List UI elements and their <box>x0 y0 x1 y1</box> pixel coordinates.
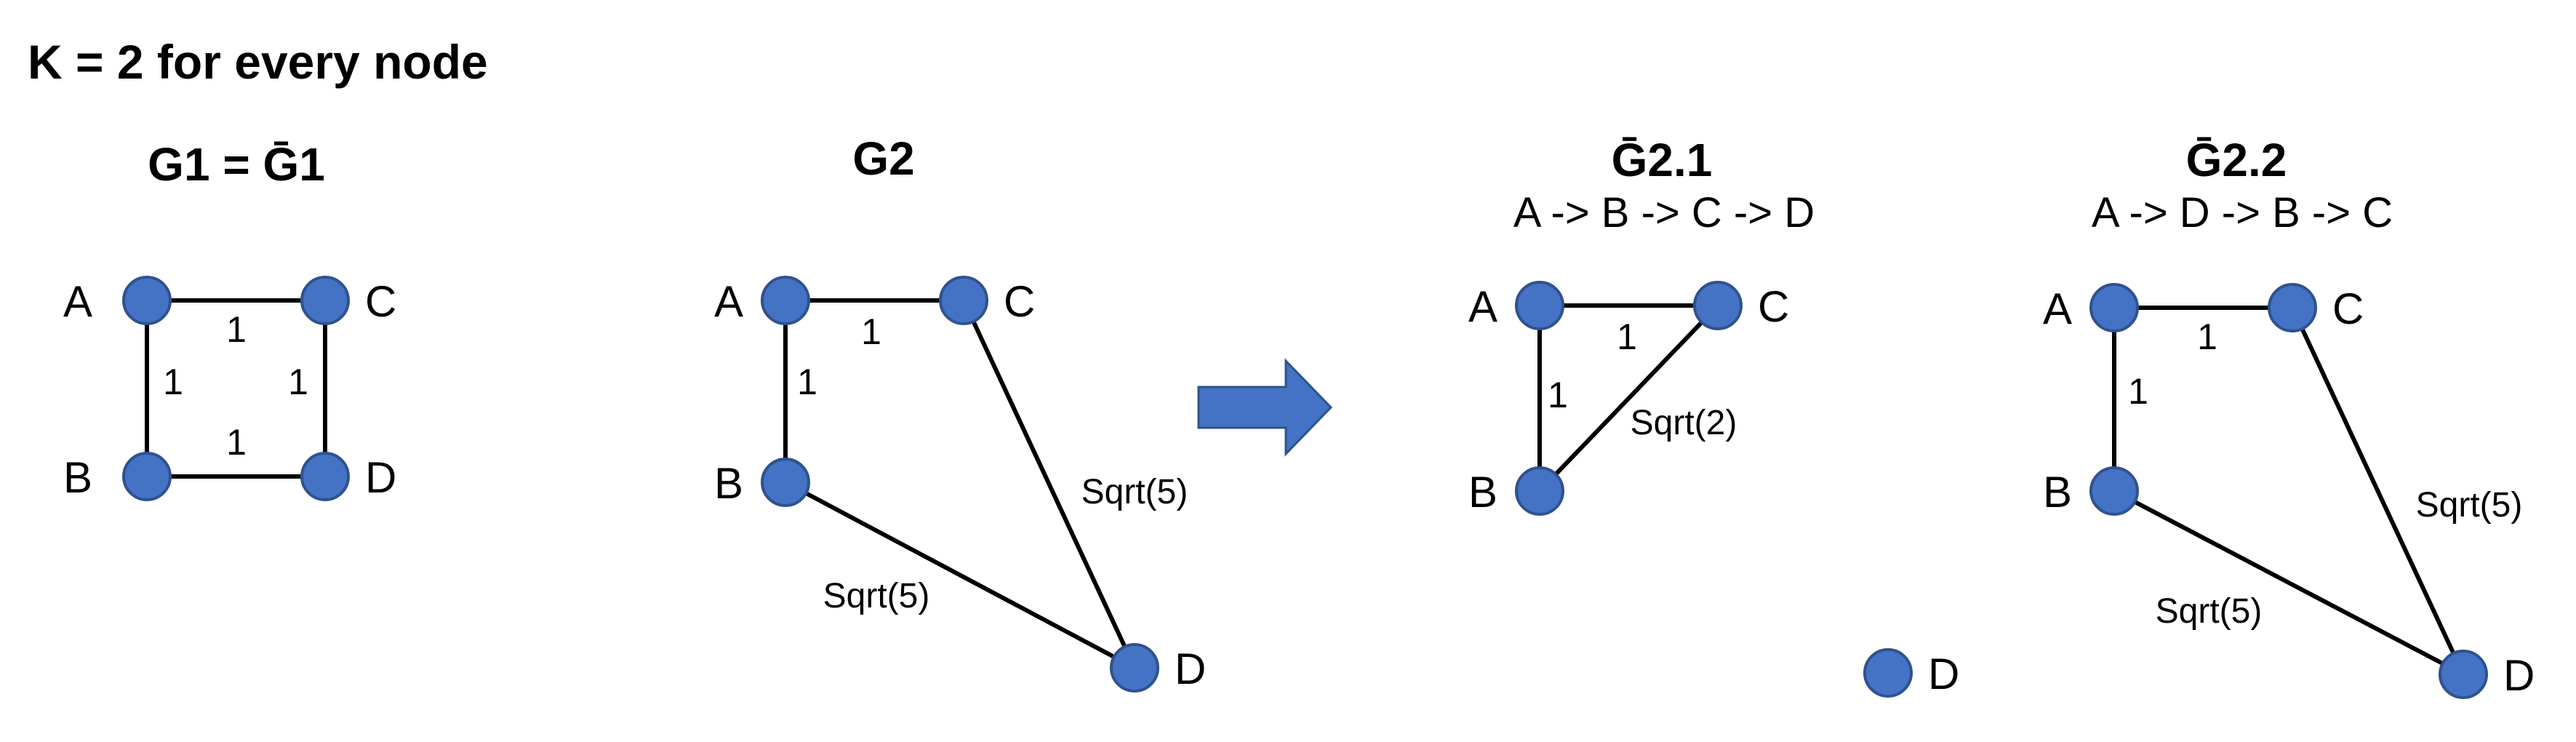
node-label-b: B <box>714 459 743 508</box>
edge-label: 1 <box>2197 316 2217 357</box>
node-label-a: A <box>2043 284 2072 333</box>
node-label-c: C <box>2332 284 2364 333</box>
edge-label: Sqrt(5) <box>1081 473 1188 511</box>
edge-label: 1 <box>1548 375 1568 415</box>
node-label-d: D <box>2503 651 2535 700</box>
node-label-d: D <box>1928 650 1959 698</box>
graph-subtitle: A -> D -> B -> C <box>2092 189 2393 236</box>
node-d <box>2439 650 2488 699</box>
edge-label: 1 <box>797 362 817 402</box>
node-label-a: A <box>714 277 743 326</box>
node-c <box>300 276 350 325</box>
graph-title: G1 = Ḡ1 <box>148 138 325 191</box>
node-label-b: B <box>1468 468 1497 516</box>
edge-label: 1 <box>2128 371 2148 412</box>
node-a <box>1515 281 1564 330</box>
node-d <box>300 452 350 501</box>
node-b <box>122 452 172 501</box>
edge-label: 1 <box>861 311 881 352</box>
node-label-c: C <box>1758 282 1789 331</box>
graph-title: Ḡ2.1 <box>1612 134 1713 186</box>
graph-1: G1 = Ḡ1 1 1 1 1 A B C D <box>63 138 396 502</box>
edge-b-d <box>2112 489 2465 677</box>
node-b <box>1515 466 1564 516</box>
edge-label: 1 <box>163 362 183 402</box>
graph-subtitle: A -> B -> C -> D <box>1513 189 1815 236</box>
edge-label: 1 <box>1617 316 1637 357</box>
node-c <box>2268 283 2317 332</box>
node-c <box>1693 281 1743 330</box>
edge-label: Sqrt(2) <box>1631 404 1737 442</box>
edge-c-d <box>2290 306 2465 677</box>
edge-label: Sqrt(5) <box>2156 592 2263 631</box>
edge-label: 1 <box>226 422 247 463</box>
node-label-d: D <box>365 453 396 502</box>
node-a <box>122 276 172 325</box>
page-heading: K = 2 for every node <box>28 35 488 89</box>
node-label-a: A <box>63 277 92 326</box>
edge-label: 1 <box>226 309 247 350</box>
graph-title: G2 <box>852 132 914 185</box>
node-b <box>761 458 810 507</box>
graph-title: Ḡ2.2 <box>2186 134 2287 186</box>
node-label-c: C <box>365 277 396 326</box>
node-label-a: A <box>1468 282 1497 331</box>
node-label-b: B <box>63 453 92 502</box>
node-d <box>1863 648 1913 698</box>
edge-c-d <box>961 298 1137 670</box>
edge-label: Sqrt(5) <box>823 577 930 615</box>
edge-label: 1 <box>288 362 308 402</box>
node-a <box>761 276 810 325</box>
node-a <box>2089 283 2139 332</box>
edge-label: Sqrt(5) <box>2416 486 2523 524</box>
edge-b-c <box>1537 303 1720 493</box>
edge-b-d <box>783 480 1137 670</box>
node-label-c: C <box>1004 277 1035 326</box>
node-b <box>2089 466 2139 516</box>
node-c <box>939 276 988 325</box>
node-label-b: B <box>2043 468 2072 516</box>
node-d <box>1110 643 1159 693</box>
right-arrow-icon <box>1197 358 1333 457</box>
node-label-d: D <box>1175 645 1206 693</box>
